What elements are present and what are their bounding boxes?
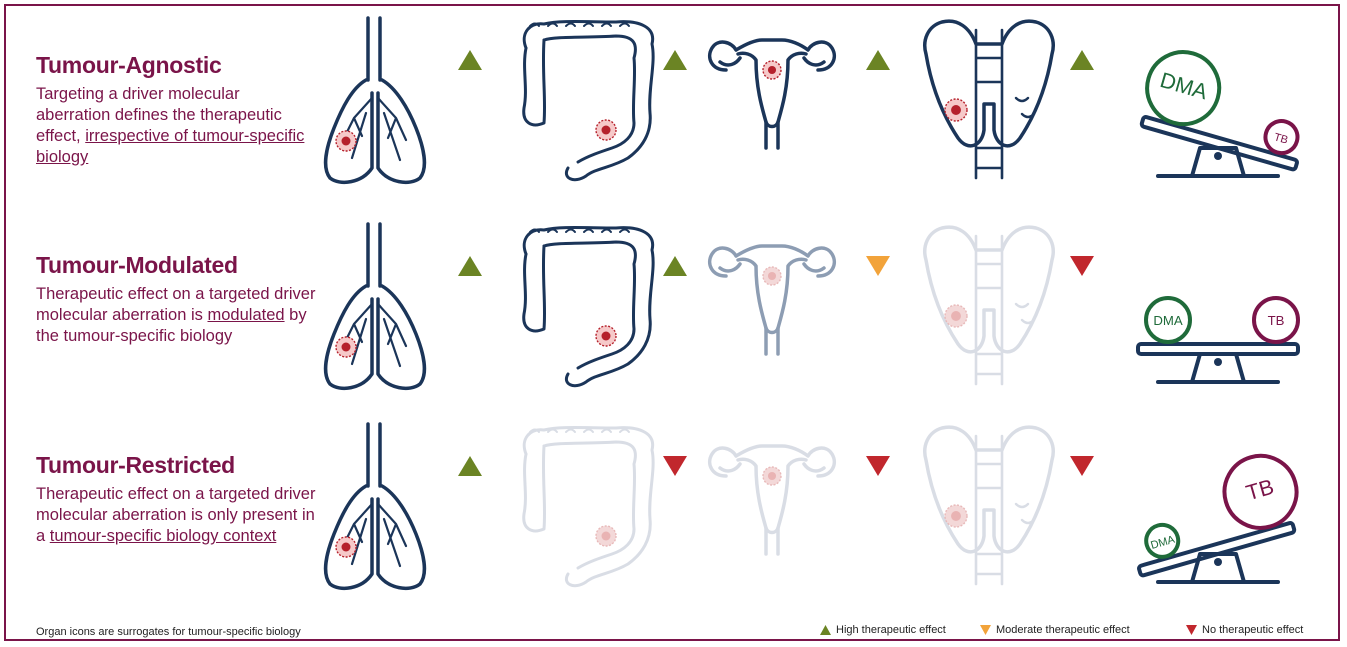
- triangle-up-icon: [866, 50, 890, 70]
- triangle-down-icon: [1070, 456, 1094, 476]
- colon-icon: [524, 22, 653, 180]
- thyroid-icon: [925, 227, 1053, 384]
- triangle-down-icon: [1186, 625, 1197, 635]
- tumour-icon: [763, 61, 781, 79]
- footer-note: Organ icons are surrogates for tumour-sp…: [36, 626, 301, 638]
- triangle-down-icon: [980, 625, 991, 635]
- lung-icon: [326, 424, 425, 588]
- triangle-up-icon: [458, 50, 482, 70]
- legend-label: High therapeutic effect: [836, 624, 946, 636]
- triangle-up-icon: [820, 625, 831, 635]
- balance-scale-icon: DMA TB: [1138, 298, 1298, 382]
- triangle-up-icon: [663, 256, 687, 276]
- colon-icon: [524, 228, 653, 386]
- thyroid-icon: [925, 427, 1053, 584]
- triangle-down-icon: [663, 456, 687, 476]
- triangle-up-icon: [458, 256, 482, 276]
- colon-icon: [524, 428, 653, 586]
- tumour-icon: [763, 267, 781, 285]
- tumour-icon: [596, 120, 616, 140]
- tumour-icon: [596, 326, 616, 346]
- legend-moderate: Moderate therapeutic effect: [980, 624, 1130, 636]
- uterus-icon: [710, 40, 835, 148]
- legend-none: No therapeutic effect: [1186, 624, 1303, 636]
- triangle-down-icon: [866, 256, 890, 276]
- tumour-icon: [336, 337, 356, 357]
- triangle-up-icon: [663, 50, 687, 70]
- tumour-icon: [336, 131, 356, 151]
- tumour-icon: [596, 526, 616, 546]
- triangle-up-icon: [1070, 50, 1094, 70]
- tumour-icon: [336, 537, 356, 557]
- tumour-icon: [945, 305, 967, 327]
- uterus-icon: [710, 446, 835, 554]
- legend-high: High therapeutic effect: [820, 624, 946, 636]
- triangle-up-icon: [458, 456, 482, 476]
- lung-icon: [326, 18, 425, 182]
- legend-label: No therapeutic effect: [1202, 624, 1303, 636]
- uterus-icon: [710, 246, 835, 354]
- triangle-down-icon: [1070, 256, 1094, 276]
- tumour-icon: [763, 467, 781, 485]
- tb-label: TB: [1268, 313, 1285, 328]
- tumour-icon: [945, 99, 967, 121]
- tumour-icon: [945, 505, 967, 527]
- triangle-down-icon: [866, 456, 890, 476]
- lung-icon: [326, 224, 425, 388]
- legend-label: Moderate therapeutic effect: [996, 624, 1130, 636]
- thyroid-icon: [925, 21, 1053, 178]
- dma-label: DMA: [1153, 313, 1183, 328]
